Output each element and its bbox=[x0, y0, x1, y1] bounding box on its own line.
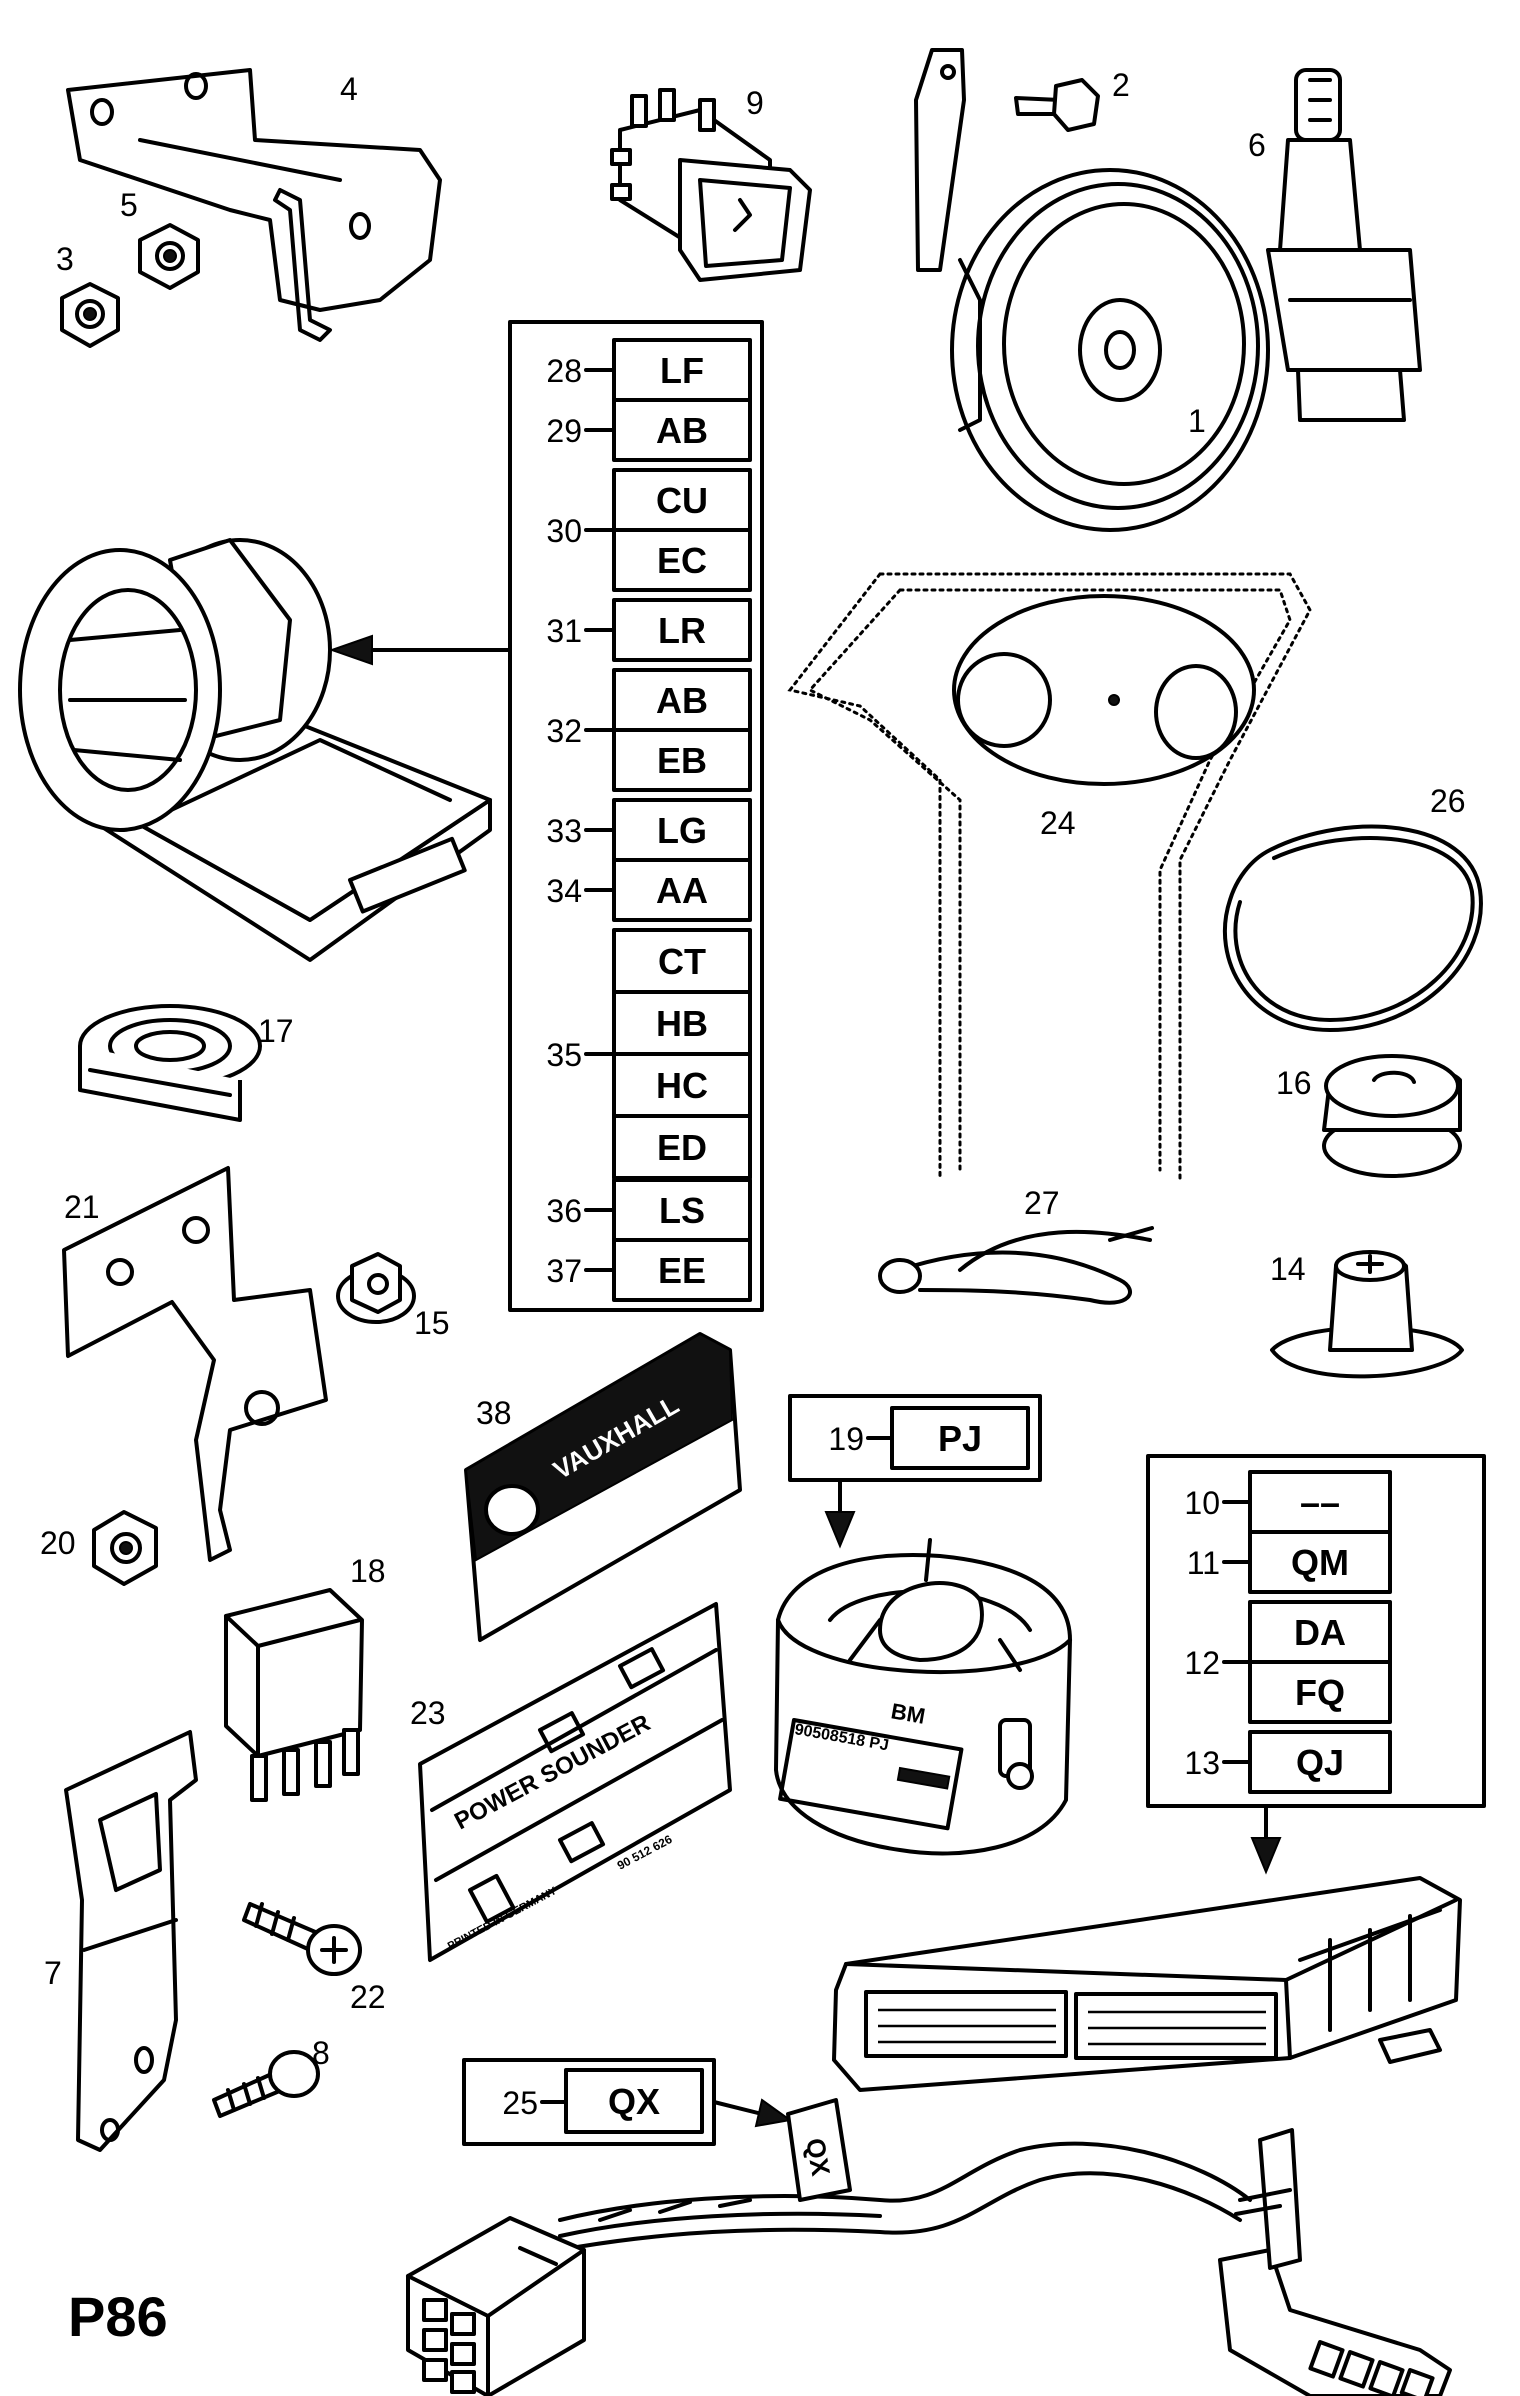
box-25: 25 QX bbox=[462, 2058, 793, 2146]
code-31: LR bbox=[658, 610, 706, 651]
code-30b: EC bbox=[657, 540, 707, 581]
code-12b: FQ bbox=[1295, 1672, 1345, 1713]
part-4-bracket bbox=[66, 68, 442, 342]
code-25: QX bbox=[608, 2081, 660, 2122]
code-35c: HC bbox=[656, 1065, 708, 1106]
part-22-screw bbox=[242, 1902, 362, 1976]
callout-2: 2 bbox=[1112, 67, 1130, 103]
callout-21: 21 bbox=[64, 1189, 100, 1225]
code-34: AA bbox=[656, 870, 708, 911]
callout-26: 26 bbox=[1430, 783, 1466, 819]
callout-8: 8 bbox=[312, 2035, 330, 2071]
callout-14: 14 bbox=[1270, 1251, 1306, 1287]
code-36: LS bbox=[659, 1190, 705, 1231]
code-37: EE bbox=[658, 1250, 706, 1291]
part-16-grommet bbox=[1322, 1054, 1462, 1178]
code-11: QM bbox=[1291, 1542, 1349, 1583]
box-19: 19 PJ bbox=[788, 1394, 1042, 1549]
code-19: PJ bbox=[938, 1418, 982, 1459]
part-5-nut bbox=[138, 223, 200, 290]
alarm-control-module bbox=[832, 1876, 1462, 2092]
harness-connector-left bbox=[406, 2216, 586, 2396]
part-20-nut bbox=[92, 1510, 158, 1586]
callout-10: 10 bbox=[1184, 1485, 1220, 1521]
callout-12: 12 bbox=[1184, 1645, 1220, 1681]
callout-33: 33 bbox=[546, 813, 582, 849]
callout-35: 35 bbox=[546, 1037, 582, 1073]
page-code: P86 bbox=[68, 2285, 168, 2348]
callout-23: 23 bbox=[410, 1695, 446, 1731]
code-32a: AB bbox=[656, 680, 708, 721]
part-14-clip bbox=[1270, 1250, 1464, 1379]
part-8-screw bbox=[212, 2050, 320, 2118]
sounder-model: BM bbox=[889, 1698, 927, 1729]
harness-connector-right bbox=[1218, 2128, 1452, 2396]
callout-29: 29 bbox=[546, 413, 582, 449]
part-24-centre-pad bbox=[952, 594, 1256, 786]
part-15-flange-nut bbox=[336, 1252, 416, 1324]
wiring-harness: QX bbox=[558, 2098, 1252, 2252]
harness-tag-text: QX bbox=[800, 2136, 836, 2179]
callout-1: 1 bbox=[1188, 403, 1206, 439]
part-1-horn bbox=[914, 48, 1270, 532]
part-18-relay bbox=[224, 1588, 364, 1802]
callout-15: 15 bbox=[414, 1305, 450, 1341]
code-28: LF bbox=[660, 350, 704, 391]
callout-16: 16 bbox=[1276, 1065, 1312, 1101]
callout-11: 11 bbox=[1187, 1545, 1220, 1581]
part-26-ring bbox=[1223, 824, 1483, 1032]
callout-34: 34 bbox=[546, 873, 582, 909]
callout-38: 38 bbox=[476, 1395, 512, 1431]
callout-19: 19 bbox=[828, 1421, 864, 1457]
callout-9: 9 bbox=[746, 85, 764, 121]
center-parts-table: LF AB CU EC LR AB EB LG AA CT HB HC ED L… bbox=[328, 320, 764, 1312]
code-29: AB bbox=[656, 410, 708, 451]
siren-power-sounder: BM 90508518 PJ bbox=[774, 1538, 1072, 1856]
code-30a: CU bbox=[656, 480, 708, 521]
code-13: QJ bbox=[1296, 1742, 1344, 1783]
callout-18: 18 bbox=[350, 1553, 386, 1589]
callout-13: 13 bbox=[1184, 1745, 1220, 1781]
code-10: –– bbox=[1300, 1482, 1340, 1523]
code-35d: ED bbox=[657, 1127, 707, 1168]
callout-28: 28 bbox=[546, 353, 582, 389]
code-33: LG bbox=[657, 810, 707, 851]
part-23-power-sounder-label: POWER SOUNDER 90 512 626 PRINTED IN GERM… bbox=[418, 1602, 732, 1962]
callout-7: 7 bbox=[44, 1955, 62, 1991]
code-35a: CT bbox=[658, 941, 706, 982]
part-38-vauxhall-label: VAUXHALL bbox=[464, 1332, 742, 1642]
right-parts-table: –– QM DA FQ QJ 10 11 12 13 bbox=[1146, 1454, 1486, 1875]
callout-27: 27 bbox=[1024, 1185, 1060, 1221]
callout-22: 22 bbox=[350, 1979, 386, 2015]
callout-17: 17 bbox=[258, 1013, 294, 1049]
callout-36: 36 bbox=[546, 1193, 582, 1229]
part-6-bonnet-switch bbox=[1266, 68, 1422, 422]
immobiliser-unit bbox=[18, 538, 492, 962]
part-9-switch bbox=[610, 88, 812, 282]
part-7-bracket-strap bbox=[64, 1730, 198, 2152]
callout-25: 25 bbox=[502, 2085, 538, 2121]
code-12a: DA bbox=[1294, 1612, 1346, 1653]
code-35b: HB bbox=[656, 1003, 708, 1044]
callout-4: 4 bbox=[340, 71, 358, 107]
callout-32: 32 bbox=[546, 713, 582, 749]
callout-3: 3 bbox=[56, 241, 74, 277]
callout-24: 24 bbox=[1040, 805, 1076, 841]
part-21-bracket bbox=[62, 1166, 328, 1562]
callout-37: 37 bbox=[546, 1253, 582, 1289]
code-32b: EB bbox=[657, 740, 707, 781]
part-17-tape bbox=[78, 1004, 262, 1122]
callout-6: 6 bbox=[1248, 127, 1266, 163]
callout-20: 20 bbox=[40, 1525, 76, 1561]
part-3-nut bbox=[60, 282, 120, 348]
callout-31: 31 bbox=[546, 613, 582, 649]
callout-5: 5 bbox=[120, 187, 138, 223]
part-27-earth-lead bbox=[878, 1226, 1154, 1305]
part-2-bolt bbox=[1014, 78, 1100, 132]
callout-30: 30 bbox=[546, 513, 582, 549]
